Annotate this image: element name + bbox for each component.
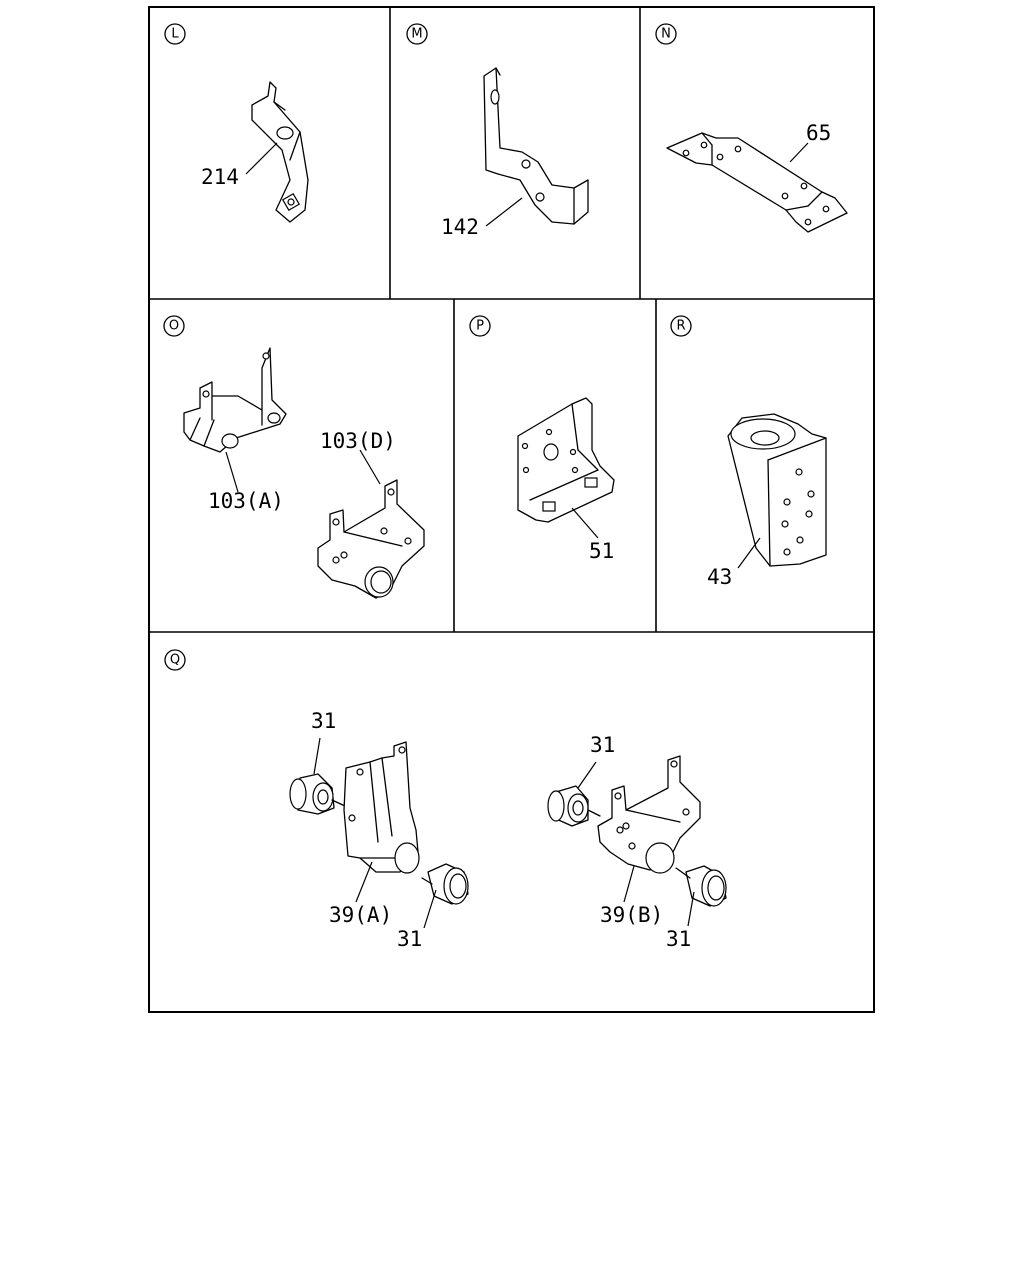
panel-p: P 51: [469, 315, 615, 563]
panel-letter-badge: L: [164, 23, 186, 45]
callout-31: 31: [666, 927, 691, 951]
callout-31: 31: [311, 709, 336, 733]
panel-o: O 103(A) 103(D): [163, 315, 425, 599]
panel-letter-badge: R: [670, 315, 692, 337]
bracket-65-drawing: [666, 132, 848, 233]
panel-letter: Q: [170, 653, 180, 668]
panel-letter: L: [171, 27, 179, 42]
callout-31: 31: [590, 733, 615, 757]
panel-r: R 43: [670, 315, 827, 589]
panel-letter-badge: M: [406, 23, 428, 45]
panel-letter-badge: P: [469, 315, 491, 337]
bracket-43-drawing: [727, 413, 827, 567]
panel-l: L 214: [164, 23, 309, 223]
callout-39b: 39(B): [600, 903, 663, 927]
panel-letter: M: [411, 27, 422, 42]
panel-letter-badge: O: [163, 315, 185, 337]
callout-214: 214: [201, 165, 239, 189]
bracket-214-drawing: [251, 81, 309, 223]
panel-n: N 65: [655, 23, 848, 233]
bushing-31-drawing: [547, 785, 601, 827]
diagram-frame: [148, 6, 875, 1013]
panel-m: M 142: [406, 23, 589, 239]
bracket-103a-drawing: [183, 347, 287, 453]
panel-letter: N: [661, 27, 671, 42]
bushing-31-drawing: [421, 863, 469, 905]
bracket-103d-drawing: [317, 479, 425, 599]
callout-39a: 39(A): [329, 903, 392, 927]
panel-letter-badge: N: [655, 23, 677, 45]
callout-43: 43: [707, 565, 732, 589]
bracket-142-drawing: [483, 67, 589, 225]
bushing-31-drawing: [289, 773, 346, 815]
bracket-51-drawing: [517, 397, 615, 523]
panel-letter: R: [676, 319, 685, 334]
bracket-39a-drawing: [343, 741, 420, 874]
callout-31: 31: [397, 927, 422, 951]
callout-65: 65: [806, 121, 831, 145]
panel-letter: O: [169, 319, 179, 334]
panel-q: Q 31 39(A) 31: [164, 649, 727, 951]
bushing-31-drawing: [675, 865, 727, 907]
panel-letter: P: [476, 319, 484, 334]
callout-103a: 103(A): [208, 489, 284, 513]
callout-51: 51: [589, 539, 614, 563]
callout-103d: 103(D): [320, 429, 396, 453]
bracket-39b-drawing: [597, 755, 701, 874]
callout-142: 142: [441, 215, 479, 239]
panel-letter-badge: Q: [164, 649, 186, 671]
